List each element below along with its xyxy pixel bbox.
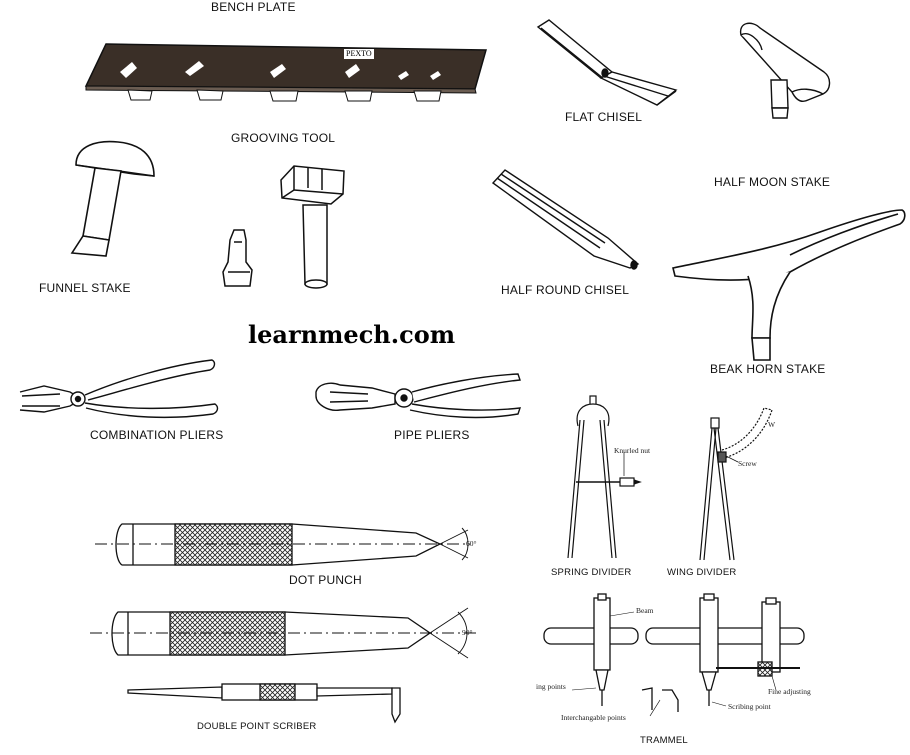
dot-punch-drawing	[95, 523, 470, 566]
half-moon-stake-label: HALF MOON STAKE	[714, 175, 831, 189]
grooving-tool-drawing	[222, 165, 345, 289]
double-point-scriber-label: DOUBLE POINT SCRIBER	[197, 721, 317, 732]
double-point-scriber-drawing	[127, 683, 401, 724]
grooving-tool-label: GROOVING TOOL	[231, 131, 336, 145]
trammel-points-callout: ing points	[536, 682, 566, 691]
trammel-beam-callout: Beam	[636, 606, 654, 615]
trammel-scribing-callout: Scribing point	[728, 702, 771, 711]
pipe-pliers-drawing	[315, 373, 522, 419]
bench-plate-stamp: PEXTO	[344, 49, 374, 59]
flat-chisel-drawing	[536, 19, 678, 106]
bench-plate-label: BENCH PLATE	[211, 0, 296, 14]
bench-plate-drawing	[84, 43, 487, 102]
combination-pliers-label: COMBINATION PLIERS	[90, 428, 224, 442]
dot-punch-angle: 60°	[466, 539, 477, 548]
watermark: learnmech.com	[248, 320, 456, 349]
half-round-chisel-drawing	[491, 169, 640, 270]
spring-divider-label: SPRING DIVIDER	[551, 567, 632, 578]
funnel-stake-label: FUNNEL STAKE	[39, 281, 131, 295]
wing-divider-drawing	[699, 407, 773, 561]
spring-divider-nut-callout: Knurled nut	[614, 446, 651, 455]
center-punch-drawing	[90, 607, 478, 659]
wing-divider-label: WING DIVIDER	[667, 567, 737, 578]
beak-horn-stake-drawing	[672, 209, 906, 361]
wing-divider-screw-callout: Screw	[738, 459, 757, 468]
half-moon-stake-drawing	[739, 22, 831, 119]
dot-punch-label: DOT PUNCH	[289, 573, 362, 587]
trammel-interchangeable-callout: Interchangable points	[561, 713, 626, 722]
trammel-fine-callout: Fine adjusting	[768, 687, 811, 696]
pipe-pliers-label: PIPE PLIERS	[394, 428, 470, 442]
center-punch-angle: 90°	[462, 628, 473, 637]
flat-chisel-label: FLAT CHISEL	[565, 110, 643, 124]
beak-horn-stake-label: BEAK HORN STAKE	[710, 362, 826, 376]
trammel-drawing	[543, 593, 805, 717]
spring-divider-drawing	[567, 395, 642, 559]
trammel-label: TRAMMEL	[640, 735, 688, 746]
combination-pliers-drawing	[19, 359, 219, 419]
funnel-stake-drawing	[70, 140, 155, 257]
wing-divider-wing-callout: W	[768, 420, 776, 429]
half-round-chisel-label: HALF ROUND CHISEL	[501, 283, 630, 297]
